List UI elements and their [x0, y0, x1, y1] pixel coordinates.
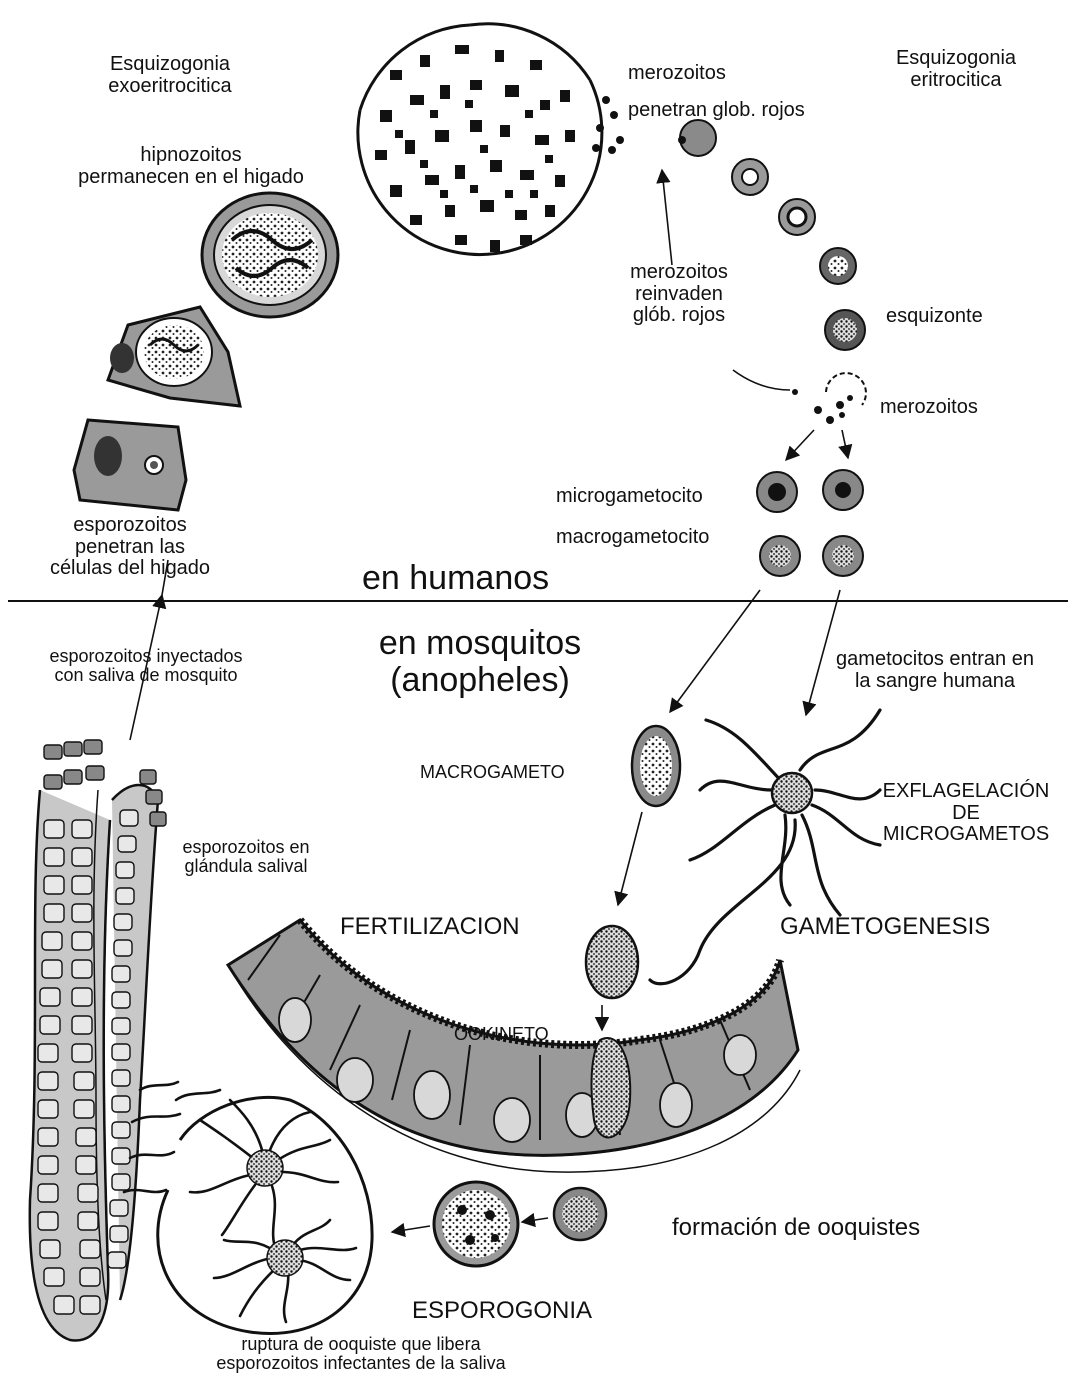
erythrocytic-cycle-cells	[678, 120, 866, 576]
liver-stage-cells	[74, 193, 338, 510]
oocysts	[392, 1182, 606, 1266]
label-ookineto: OOKINETO	[454, 1025, 549, 1044]
label-macrogametocito: macrogametocito	[556, 527, 709, 549]
label-esporogonia: ESPOROGONIA	[412, 1298, 592, 1324]
label-esporozoitos-glandula: esporozoitos en glándula salival	[146, 838, 346, 877]
liver-schizont-rupture	[358, 24, 624, 255]
label-ruptura-ooquiste: ruptura de ooquiste que libera esporozoi…	[146, 1335, 576, 1374]
label-merozoitos-mid: merozoitos	[880, 397, 978, 419]
fertilization-arrow	[618, 812, 642, 905]
zygote	[586, 926, 638, 998]
label-penetran-glob-rojos: penetran glob. rojos	[628, 100, 805, 122]
rupturing-oocyst	[124, 1082, 372, 1333]
macrogamete	[632, 726, 680, 806]
label-hipnozoitos: hipnozoitos permanecen en el higado	[36, 145, 346, 188]
label-fertilizacion: FERTILIZACION	[340, 914, 520, 940]
midgut-epithelium	[228, 920, 800, 1172]
label-macrogameto: MACROGAMETO	[420, 763, 565, 782]
label-gametogenesis: GAMETOGENESIS	[780, 914, 990, 940]
label-microgametocito: microgametocito	[556, 486, 703, 508]
label-esquizonte: esquizonte	[886, 306, 983, 328]
erythrocytic-arrows	[662, 170, 848, 715]
label-esporozoitos-penetran: esporozoitos penetran las células del hi…	[20, 515, 240, 580]
label-esporozoitos-inyectados: esporozoitos inyectados con saliva de mo…	[6, 647, 286, 686]
label-esquizogonia-eritrocitica: Esquizogonia eritrocitica	[856, 48, 1056, 91]
label-merozoitos-reinvaden: merozoitos reinvaden glób. rojos	[594, 262, 764, 327]
label-en-mosquitos: en mosquitos (anopheles)	[330, 625, 630, 698]
exflagellating-microgametocyte	[650, 710, 880, 984]
label-en-humanos: en humanos	[362, 560, 549, 597]
salivary-gland	[30, 740, 166, 1340]
label-esquizogonia-exoeritrocitica: Esquizogonia exoeritrocitica	[60, 54, 280, 97]
label-formacion-ooquistes: formación de ooquistes	[672, 1215, 920, 1241]
label-merozoitos-top: merozoitos	[628, 63, 726, 85]
microgametocyte-body	[772, 773, 812, 813]
label-gametocitos-entran: gametocitos entran en la sangre humana	[800, 649, 1070, 692]
label-exflagelacion: EXFLAGELACIÓN DE MICROGAMETOS	[856, 781, 1076, 846]
